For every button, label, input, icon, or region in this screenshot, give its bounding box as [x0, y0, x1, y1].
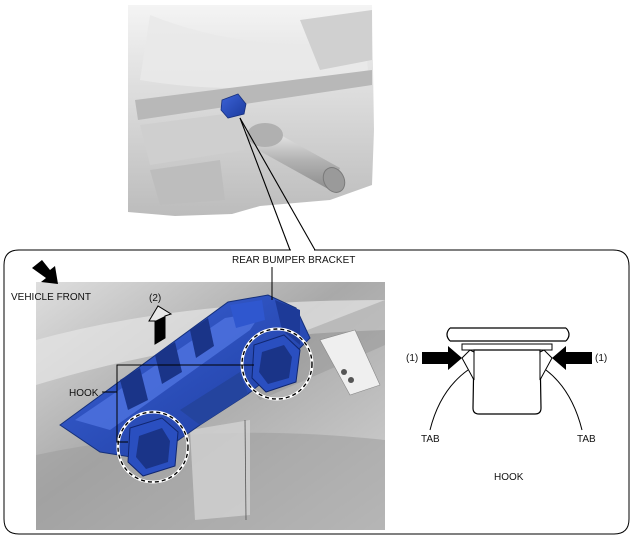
hook-detail-label: HOOK: [494, 472, 524, 483]
hook-leader-lines: [102, 364, 254, 443]
step-1-left-label: (1): [406, 353, 418, 364]
bracket-closeup: [36, 282, 385, 530]
callout-line-left: [239, 117, 291, 251]
tab-left-label: TAB: [421, 434, 440, 445]
hook-label: HOOK: [69, 388, 99, 399]
tab-right-label: TAB: [577, 434, 596, 445]
step-1-right-label: (1): [595, 353, 607, 364]
detail-frame: [3, 249, 630, 535]
push-arrow-right: [552, 346, 592, 370]
callout-line-right: [239, 117, 316, 251]
vehicle-front-label: VEHICLE FRONT: [11, 292, 91, 303]
vehicle-front-arrow: [32, 260, 58, 284]
step-2-label: (2): [149, 293, 161, 304]
rear-bumper-bracket-label: REAR BUMPER BRACKET: [232, 255, 355, 266]
lift-up-arrow: [148, 305, 173, 345]
push-arrow-left: [422, 346, 462, 370]
vehicle-rear-view: [128, 5, 374, 216]
hook-detail-diagram: [422, 327, 592, 431]
